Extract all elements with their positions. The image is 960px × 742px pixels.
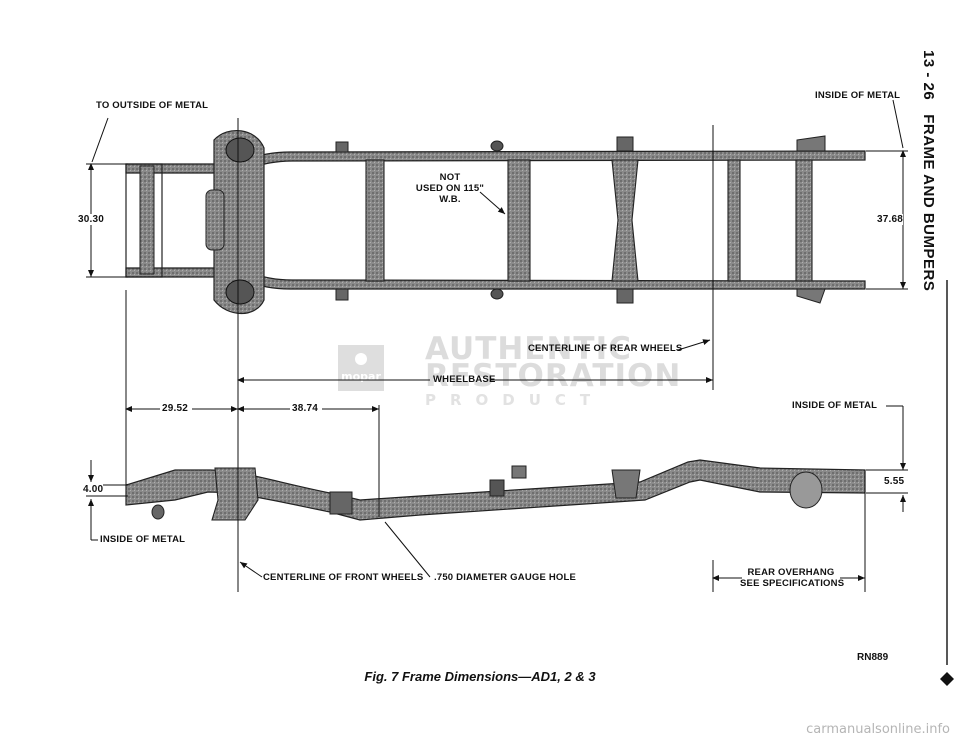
- frame-top-view: [125, 129, 866, 314]
- not-used-line3: W.B.: [439, 194, 461, 205]
- figure-caption: Fig. 7 Frame Dimensions—AD1, 2 & 3: [364, 669, 596, 684]
- not-used-line1: NOT: [439, 172, 461, 183]
- watermark-line1: AUTHENTIC: [425, 331, 632, 367]
- dimension-lines: [86, 99, 908, 592]
- not-used-line2: USED ON 115": [415, 183, 485, 194]
- dim-5-55: 5.55: [884, 476, 905, 487]
- dim-29-52: 29.52: [162, 403, 189, 414]
- dim-38-74: 38.74: [292, 403, 319, 414]
- label-centerline-front-wheels: CENTERLINE OF FRONT WHEELS: [263, 572, 424, 583]
- dim-30-30: 30.30: [78, 214, 105, 225]
- label-not-used: NOT USED ON 115" W.B.: [404, 172, 496, 205]
- label-inside-metal-side-left: INSIDE OF METAL: [100, 534, 186, 545]
- label-inside-metal-top: INSIDE OF METAL: [815, 90, 901, 101]
- frame-side-view: [125, 459, 866, 521]
- dim-37-68: 37.68: [877, 214, 904, 225]
- margin-rule: [940, 280, 954, 686]
- watermark-text: AUTHENTIC RESTORATION: [425, 331, 682, 394]
- watermark-line3: PRODUCT: [425, 391, 605, 409]
- site-watermark: carmanualsonline.info: [806, 722, 950, 737]
- rear-overhang-line1: REAR OVERHANG: [747, 567, 835, 578]
- label-wheelbase: WHEELBASE: [433, 374, 496, 385]
- label-inside-metal-side-right: INSIDE OF METAL: [792, 400, 878, 411]
- label-to-outside-metal: TO OUTSIDE OF METAL: [96, 100, 209, 111]
- label-centerline-rear-wheels: CENTERLINE OF REAR WHEELS: [528, 343, 683, 354]
- label-gauge-hole: .750 DIAMETER GAUGE HOLE: [434, 572, 577, 583]
- dim-4-00: 4.00: [83, 484, 104, 495]
- figure-code: RN889: [857, 652, 889, 663]
- watermark-line2: RESTORATION: [425, 358, 682, 394]
- label-rear-overhang: REAR OVERHANG SEE SPECIFICATIONS: [740, 567, 845, 589]
- rear-overhang-line2: SEE SPECIFICATIONS: [740, 578, 845, 589]
